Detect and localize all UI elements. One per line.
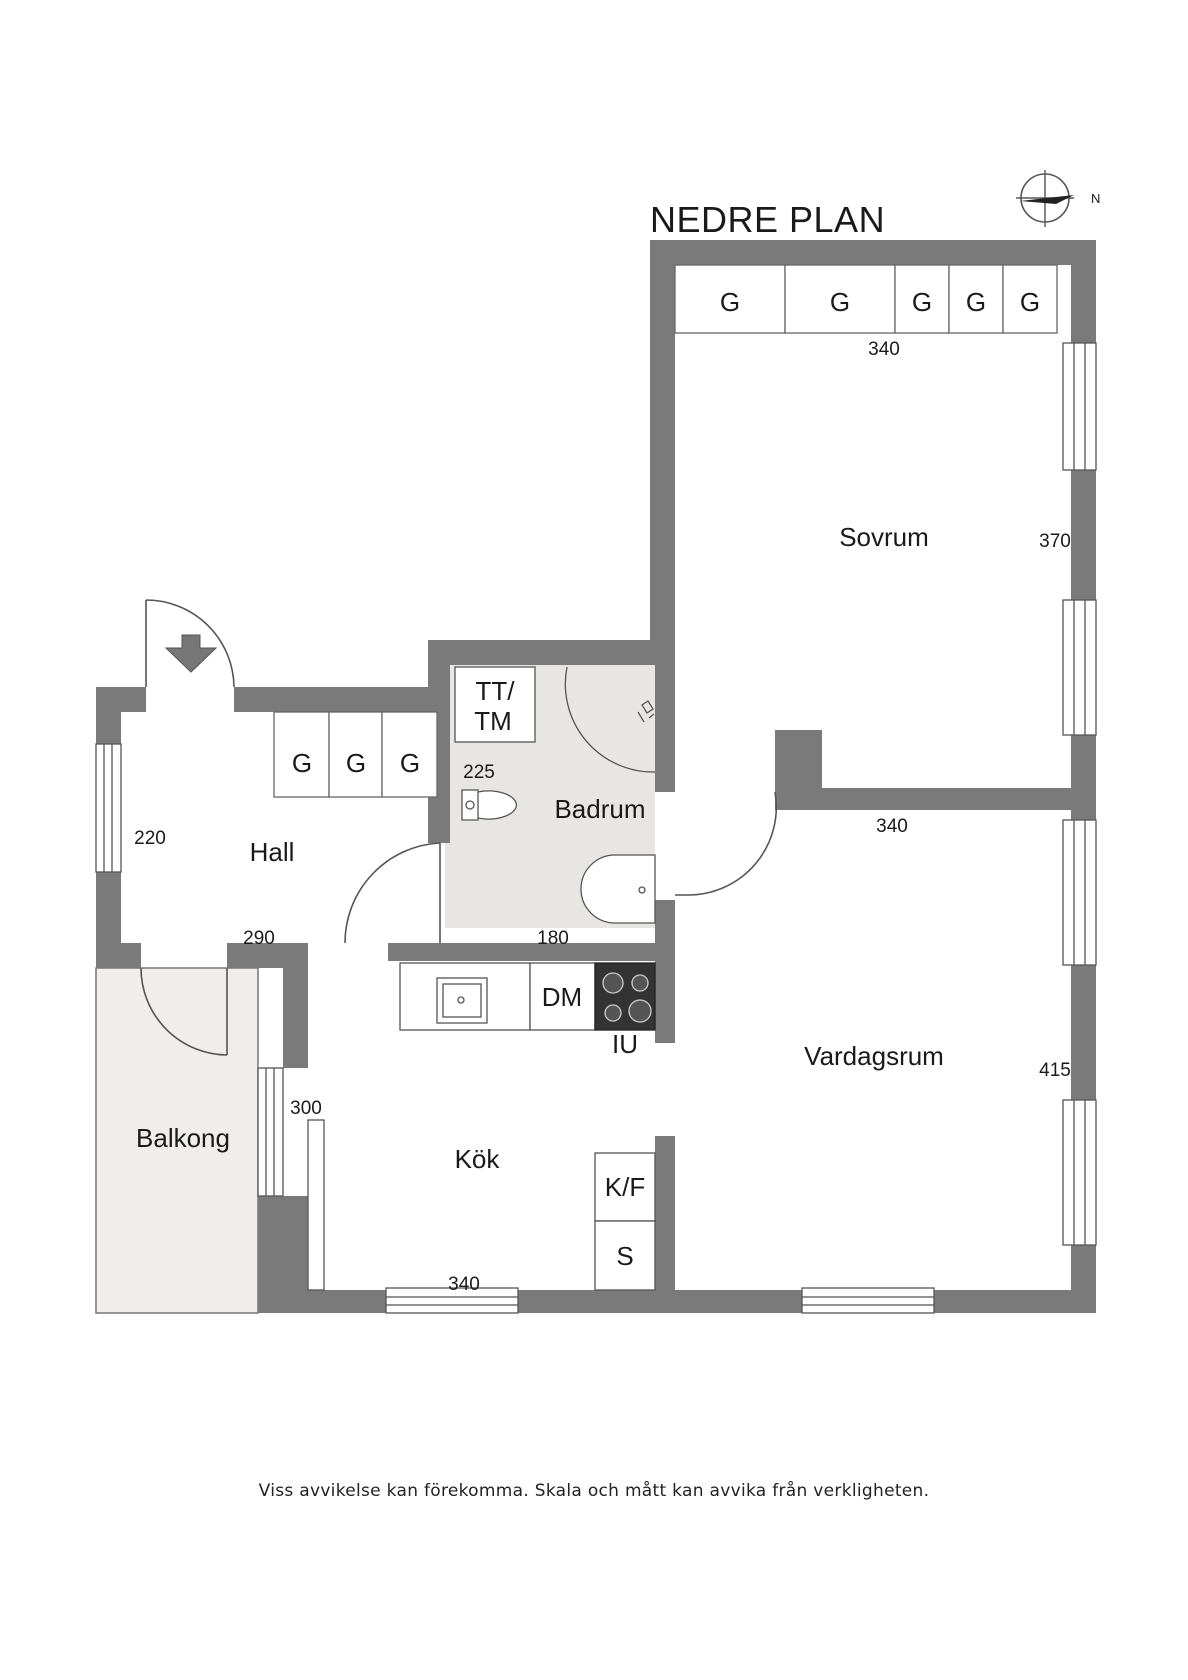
storage-label: S xyxy=(616,1241,633,1271)
windows xyxy=(95,342,1097,1314)
wardrobes-hall xyxy=(273,711,438,798)
wardrobe-label: G xyxy=(400,748,420,778)
sink-bad xyxy=(580,854,656,924)
tt-label: TT/ xyxy=(476,676,516,706)
door-sovrum xyxy=(675,791,778,896)
wardrobe-label: G xyxy=(1020,287,1040,317)
wardrobes-sovrum xyxy=(674,264,1058,334)
window-kok-south xyxy=(385,1287,519,1314)
dim-vardag-width: 340 xyxy=(876,816,908,837)
window-vardag-south xyxy=(801,1287,935,1314)
hotplate-icon xyxy=(631,974,649,992)
fridge-freezer xyxy=(594,1152,656,1222)
tt-tm-box xyxy=(454,666,536,743)
oven-label: IU xyxy=(612,1029,638,1059)
shower-head-icon xyxy=(637,700,655,723)
room-label-hall: Hall xyxy=(250,837,295,867)
door-balkong xyxy=(140,967,228,1056)
room-label-badrum: Badrum xyxy=(554,794,645,824)
window-sovrum-1 xyxy=(1062,342,1097,471)
window-vardag-1 xyxy=(1062,819,1097,966)
toilet-button-icon xyxy=(465,800,475,810)
dim-hall-height: 220 xyxy=(134,828,166,849)
door-bad xyxy=(344,842,441,944)
hotplate-icon xyxy=(604,1004,622,1022)
wardrobe-label: G xyxy=(966,287,986,317)
walls xyxy=(96,240,1096,1313)
hotplate-icon xyxy=(628,999,652,1023)
wardrobe-label: G xyxy=(292,748,312,778)
window-kok-west xyxy=(257,1067,284,1197)
dim-kok-width: 340 xyxy=(448,1274,480,1295)
room-label-balkong: Balkong xyxy=(136,1123,230,1153)
door-entrance xyxy=(145,599,235,688)
kitchen-sink-drain-icon xyxy=(457,996,465,1004)
wardrobe-label: G xyxy=(720,287,740,317)
dim-sovrum-depth: 370 xyxy=(1039,531,1071,552)
window-hall xyxy=(95,743,122,873)
fridge-freezer-label: K/F xyxy=(605,1172,645,1202)
room-label-vardagsrum: Vardagsrum xyxy=(804,1041,944,1071)
dim-bad-height: 225 xyxy=(463,762,495,783)
window-vardag-2 xyxy=(1062,1099,1097,1246)
dishwasher-label: DM xyxy=(542,982,582,1012)
wardrobe-label: G xyxy=(912,287,932,317)
shower-arc xyxy=(564,666,656,773)
balkong-floor xyxy=(95,967,259,1314)
sink-drain-icon xyxy=(638,886,646,894)
entrance-arrow-icon xyxy=(164,634,218,673)
window-sovrum-2 xyxy=(1062,599,1097,736)
dishwasher xyxy=(529,962,596,1031)
compass-north-label: N xyxy=(1091,191,1100,206)
disclaimer-text: Viss avvikelse kan förekomma. Skala och … xyxy=(258,1481,930,1501)
wardrobe-labels: G G G G G G G G xyxy=(292,287,1040,778)
dim-vardag-depth: 415 xyxy=(1039,1060,1071,1081)
tm-label: TM xyxy=(474,706,512,736)
page-title: NEDRE PLAN xyxy=(650,199,885,240)
toilet xyxy=(461,789,517,821)
compass-icon xyxy=(1016,170,1074,227)
wardrobe-label: G xyxy=(830,287,850,317)
dim-hall-width: 290 xyxy=(243,928,275,949)
room-label-kok: Kök xyxy=(455,1144,501,1174)
room-label-sovrum: Sovrum xyxy=(839,522,929,552)
dim-bad-width: 180 xyxy=(537,928,569,949)
hotplate-icon xyxy=(602,972,624,994)
counter xyxy=(399,962,531,1031)
storage-cabinet xyxy=(594,1220,656,1291)
dim-sovrum-width: 340 xyxy=(868,339,900,360)
kok-side-counter xyxy=(307,1119,325,1291)
wardrobe-label: G xyxy=(346,748,366,778)
dim-kok-height: 300 xyxy=(290,1098,322,1119)
doors xyxy=(140,599,778,1056)
